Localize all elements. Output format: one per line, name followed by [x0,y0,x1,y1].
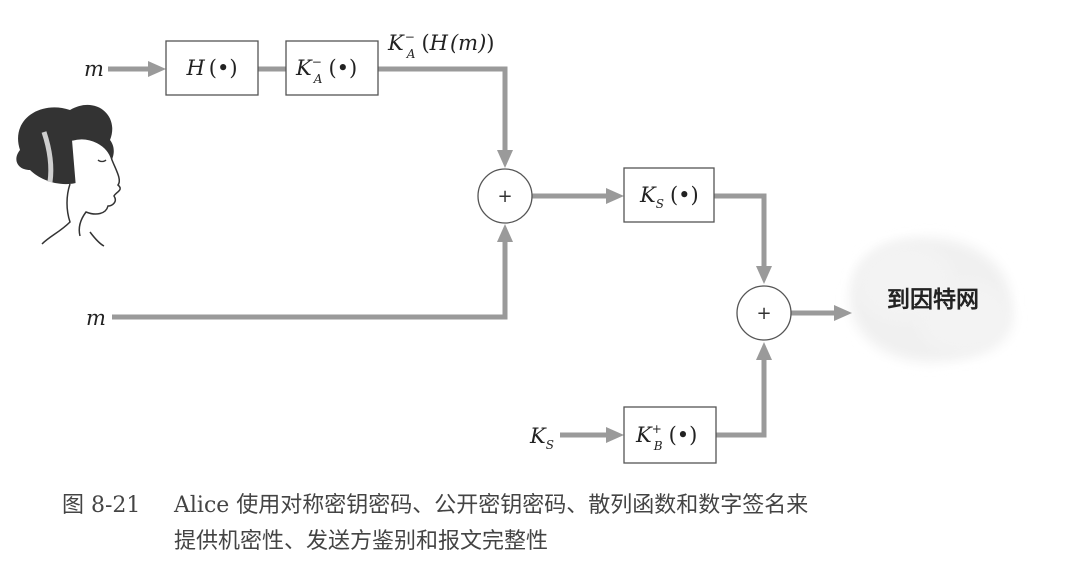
svg-text:KS(•): KS(•) [639,183,699,211]
caption-line-2: 提供机密性、发送方鉴别和报文完整性 [174,529,549,554]
svg-text:+: + [497,186,512,207]
caption-text-1: Alice 使用对称密钥密码、公开密钥密码、散列函数和数字签名来 [174,493,809,518]
figure-number: 图 8-21 [62,493,141,518]
svg-text:+: + [756,303,771,324]
alice-private-key-box: K−A(•) [285,40,379,96]
input-m-bottom: m [86,306,106,330]
svg-text:K−A(•): K−A(•) [295,55,357,86]
svg-text:K+B(•): K+B(•) [635,422,697,453]
concatenate-operator-1: + [477,168,533,224]
session-key-box: KS(•) [623,167,715,223]
bob-public-key-box: K+B(•) [623,406,717,464]
concatenate-operator-2: + [736,285,792,341]
internet-cloud: 到因特网 [850,238,1013,362]
figure-caption: 图 8-21 Alice 使用对称密钥密码、公开密钥密码、散列函数和数字签名来 提… [62,488,1062,560]
caption-line-1: 图 8-21 Alice 使用对称密钥密码、公开密钥密码、散列函数和数字签名来 [62,488,1062,524]
destination-label: 到因特网 [887,287,979,313]
encryption-flow-diagram: 到因特网 m m KS K−A(H(m)) H(• [16,30,1013,464]
signature-label: K−A(H(m)) [387,30,494,61]
alice-face-icon [16,104,121,247]
input-m-top: m [84,57,104,81]
connectors [108,61,852,443]
input-session-key: KS [529,424,554,452]
hash-function-box: H(•) [165,40,259,96]
svg-text:H(•): H(•) [185,56,237,80]
